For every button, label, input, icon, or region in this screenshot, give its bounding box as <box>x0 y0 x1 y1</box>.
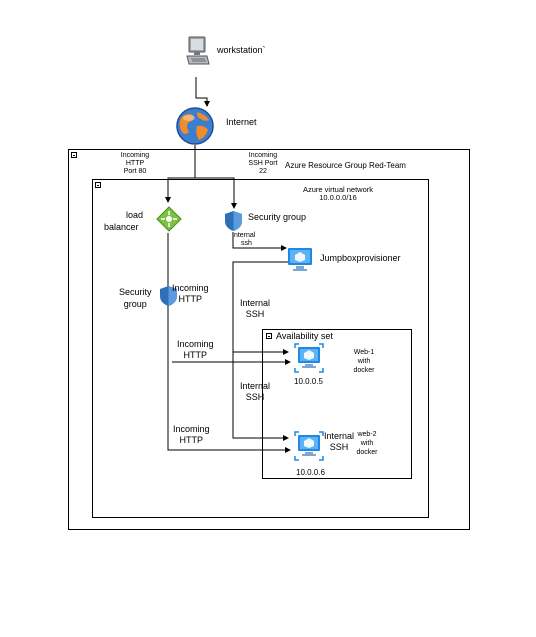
web2-ip-label: 10.0.0.6 <box>296 468 325 477</box>
label-line: ssh <box>241 240 252 247</box>
incoming-http-port80-label: Incoming HTTP Port 80 <box>114 152 156 176</box>
shield-icon[interactable] <box>159 285 178 307</box>
label-line: HTTP <box>178 294 203 304</box>
label-line: Incoming <box>120 152 150 159</box>
edge-sg-jumpbox <box>232 232 287 251</box>
web2-desc-label: web-2 with docker <box>352 430 382 457</box>
shield-icon[interactable] <box>224 210 243 232</box>
label-line: SSH <box>245 309 265 319</box>
label-line: Web-1 <box>353 349 375 356</box>
globe-icon[interactable] <box>175 106 215 146</box>
internal-ssh-1-label: Internal SSH <box>240 298 270 320</box>
vnet-cidr: 10.0.0.0/16 <box>319 193 357 202</box>
label-line: Internal <box>324 431 355 441</box>
label-line: Incoming <box>172 283 209 293</box>
edge-jumpbox-web1 <box>232 261 293 355</box>
incoming-ssh-port22-label: Incoming SSH Port 22 <box>241 152 285 176</box>
jumpbox-label: Jumpboxprovisioner <box>320 253 401 263</box>
load-balancer-label: load balancer <box>104 209 143 233</box>
incoming-http-1-label: Incoming HTTP <box>177 339 214 361</box>
label-line: docker <box>356 449 378 456</box>
web1-vm-icon[interactable] <box>293 342 325 374</box>
availability-set-label: Availability set <box>276 331 333 341</box>
workstation-label: workstation` <box>217 45 266 55</box>
vnet-collapse-icon[interactable] <box>95 182 101 188</box>
availability-set-collapse-icon[interactable] <box>266 333 272 339</box>
internet-label: Internet <box>226 117 257 127</box>
label-line: HTTP <box>125 160 145 167</box>
resource-group-label: Azure Resource Group Red-Team <box>285 161 406 170</box>
web2-vm-icon[interactable] <box>293 430 325 462</box>
web1-ip-label: 10.0.0.5 <box>294 377 323 386</box>
jumpbox-vm-icon[interactable] <box>287 247 313 273</box>
web1-desc-label: Web-1 with docker <box>349 348 379 375</box>
label-line: Incoming <box>177 339 214 349</box>
security-group-top-label: Security group <box>248 212 307 222</box>
security-group-left-label: Security group <box>119 286 152 310</box>
label-line: Security <box>119 287 152 297</box>
load-balancer-icon[interactable] <box>156 206 182 232</box>
availability-set-container <box>262 329 412 479</box>
edge-workstation-internet <box>195 77 210 107</box>
edge-internet-securitygroup <box>195 177 237 209</box>
label-line: 22 <box>259 168 267 175</box>
internal-ssh-3-label: Internal SSH <box>324 431 354 453</box>
label-line: web-2 <box>357 431 377 438</box>
label-line: balancer <box>104 222 139 232</box>
label-line: load <box>126 210 144 220</box>
label-line: SSH Port <box>248 160 278 167</box>
internal-ssh-2-label: Internal SSH <box>240 381 270 403</box>
incoming-http-sg-label: Incoming HTTP <box>172 283 209 305</box>
label-line: group <box>123 299 147 309</box>
label-line: Incoming <box>248 152 278 159</box>
edge-internet-loadbalancer <box>165 145 196 203</box>
vnet-name: Azure virtual network <box>302 185 374 194</box>
vnet-label: Azure virtual network 10.0.0.0/16 <box>290 186 386 202</box>
label-line: HTTP <box>183 350 208 360</box>
resource-group-container <box>68 149 470 530</box>
label-line: SSH <box>245 392 265 402</box>
label-line: Port 80 <box>123 168 147 175</box>
label-line: with <box>357 358 371 365</box>
label-line: Incoming <box>173 424 210 434</box>
resource-group-collapse-icon[interactable] <box>71 152 77 158</box>
label-line: Internal <box>240 298 271 308</box>
workstation-icon[interactable] <box>186 36 210 66</box>
internal-ssh-small-label: Internal ssh <box>232 232 255 248</box>
label-line: Internal <box>240 381 271 391</box>
label-line: docker <box>353 367 375 374</box>
label-line: Internal <box>232 232 256 239</box>
incoming-http-2-label: Incoming HTTP <box>173 424 210 446</box>
label-line: SSH <box>329 442 349 452</box>
vnet-container <box>92 179 429 518</box>
label-line: HTTP <box>179 435 204 445</box>
edge-jumpbox-web2 <box>232 352 289 441</box>
label-line: with <box>360 440 374 447</box>
